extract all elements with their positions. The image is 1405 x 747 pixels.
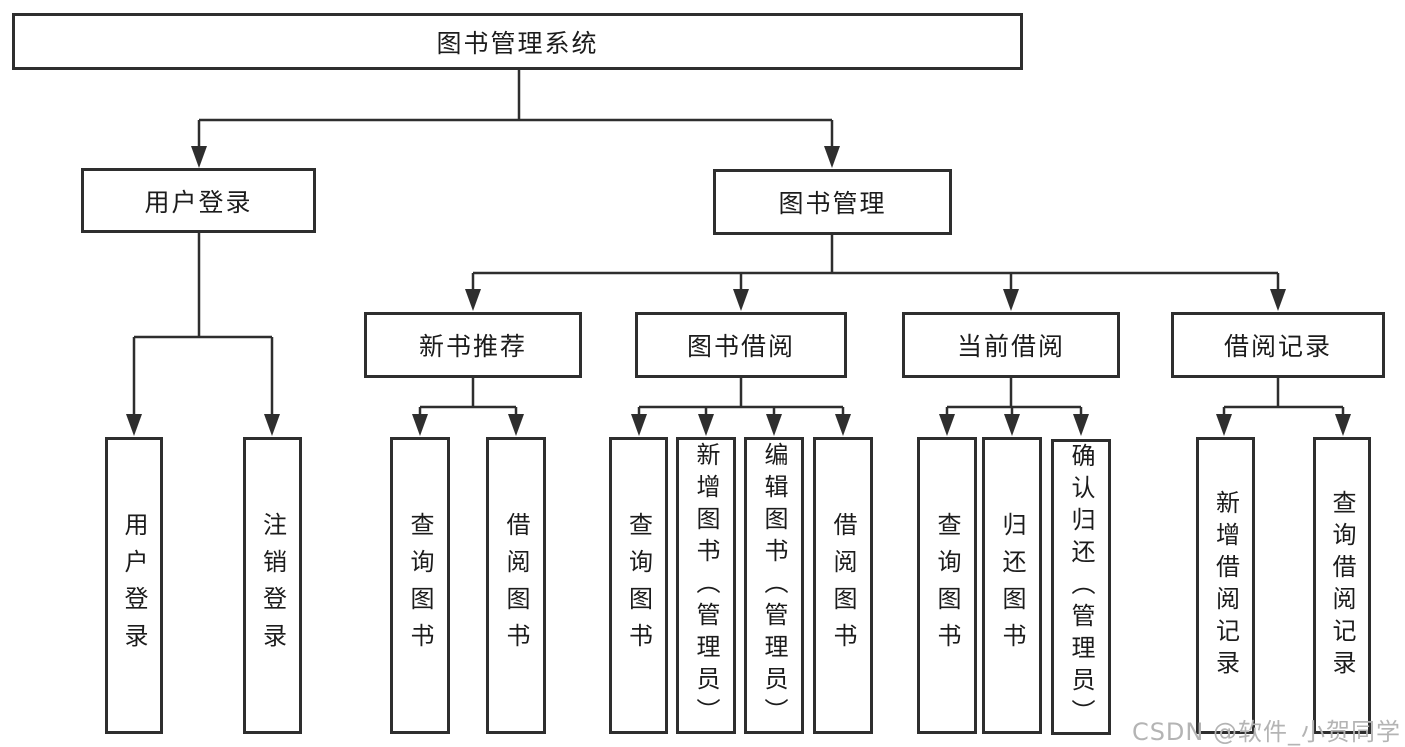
leaf-borrow-books-1: 借阅图书: [486, 437, 546, 734]
node-current-borrow: 当前借阅: [902, 312, 1120, 378]
leaf-query-borrow-record: 查询借阅记录: [1313, 437, 1371, 734]
watermark-csdn: CSDN @软件_小贺同学: [1131, 718, 1401, 746]
node-book-management: 图书管理: [713, 169, 952, 235]
node-borrow-records: 借阅记录: [1171, 312, 1385, 378]
node-library-system: 图书管理系统: [12, 13, 1023, 70]
node-new-book-recommend: 新书推荐: [364, 312, 582, 378]
leaf-edit-book-admin: 编辑图书（管理员）: [744, 437, 804, 734]
node-user-login: 用户登录: [81, 168, 316, 233]
leaf-user-login: 用户登录: [105, 437, 163, 734]
leaf-query-books-1: 查询图书: [390, 437, 450, 734]
leaf-query-books-3: 查询图书: [917, 437, 977, 734]
leaf-borrow-books-2: 借阅图书: [813, 437, 873, 734]
leaf-return-books: 归还图书: [982, 437, 1042, 734]
leaf-query-books-2: 查询图书: [609, 437, 668, 734]
node-book-borrow: 图书借阅: [635, 312, 847, 378]
leaf-add-book-admin: 新增图书（管理员）: [676, 437, 736, 734]
leaf-logout: 注销登录: [243, 437, 302, 734]
leaf-add-borrow-record: 新增借阅记录: [1196, 437, 1255, 734]
leaf-confirm-return-admin: 确认归还（管理员）: [1051, 439, 1111, 735]
